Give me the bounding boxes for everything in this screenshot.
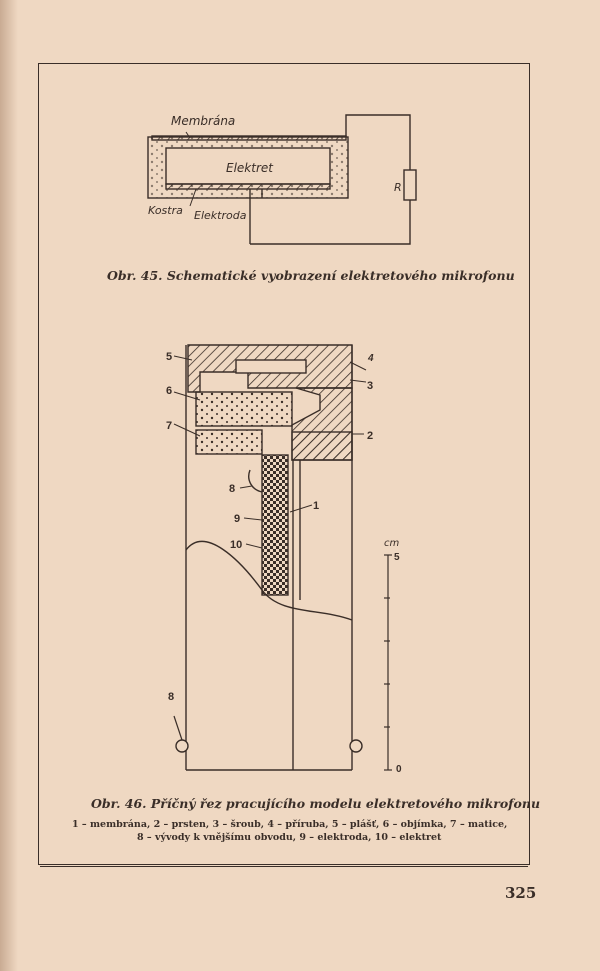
fig46-legend-line2: 8 – vývody k vnějšímu obvodu, 9 – elektr…: [137, 832, 442, 843]
fig46-nut: [195, 429, 263, 455]
fig45-label-electrode: Elektroda: [194, 209, 247, 222]
fig46-part-8-bottom: 8: [168, 691, 174, 703]
fig46-electrode-stack: [261, 454, 289, 596]
fig45-schematic: [147, 114, 417, 245]
fig46-part-1: 1: [313, 500, 319, 512]
fig45-label-electret: Elektret: [226, 161, 274, 175]
fig45-caption: Obr. 45. Schematické vyobrazení elektret…: [107, 268, 515, 283]
fig46-scale-unit: cm: [384, 538, 399, 549]
fig46-part-8: 8: [229, 483, 235, 495]
fig46-legend-line1: 1 – membrána, 2 – prsten, 3 – šroub, 4 –…: [72, 819, 508, 830]
fig46-scale-bar: [384, 554, 392, 771]
fig46-screw: [235, 359, 307, 374]
fig46-caption: Obr. 46. Příčný řez pracujícího modelu e…: [91, 796, 541, 811]
fig45-membrane-strip: [151, 135, 347, 141]
page-bottom-rule: [40, 866, 528, 867]
fig45-label-frame: Kostra: [148, 204, 183, 217]
fig45-label-resistor: R: [394, 181, 402, 194]
book-spine-shadow: [0, 0, 18, 971]
fig45-electret-block: [165, 147, 331, 185]
fig46-part-2: 2: [367, 430, 373, 442]
fig46-scale-top: 5: [394, 552, 400, 563]
fig46-part-3: 3: [367, 380, 373, 392]
fig46-part-6: 6: [166, 385, 172, 397]
fig46-cross-section: [173, 344, 363, 771]
fig46-ring: [291, 431, 353, 461]
fig46-scale-bottom: 0: [396, 764, 402, 775]
fig45-electrode-layer: [165, 183, 331, 190]
fig45-label-membrane: Membrána: [171, 114, 235, 128]
fig46-part-10: 10: [230, 539, 242, 551]
figure-frame: [38, 63, 530, 865]
fig46-collar: [195, 391, 293, 427]
fig45-resistor: [403, 169, 417, 201]
fig46-part-4: 4: [367, 353, 374, 364]
fig46-part-5: 5: [166, 351, 172, 363]
page-number: 325: [505, 884, 537, 902]
fig46-part-7: 7: [166, 420, 172, 432]
fig46-part-9: 9: [234, 513, 240, 525]
fig46-leader-lines: [173, 355, 367, 549]
